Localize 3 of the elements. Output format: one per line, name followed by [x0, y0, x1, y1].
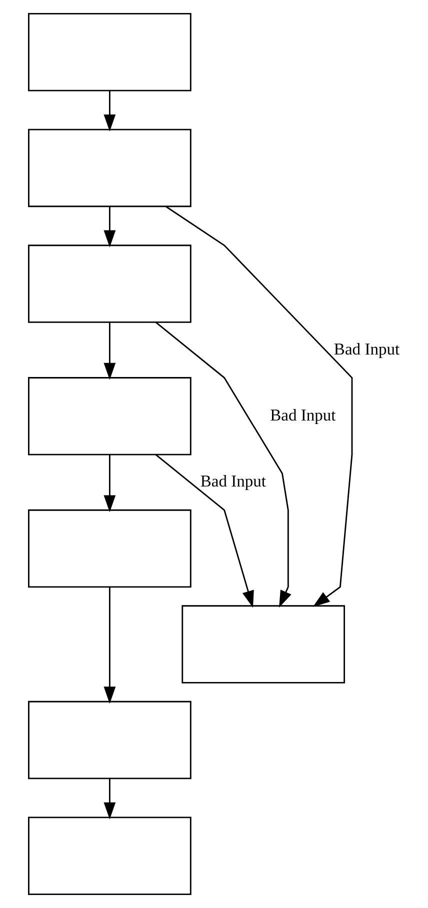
edge-label: Bad Input: [200, 472, 266, 491]
edge-label: Bad Input: [334, 339, 400, 358]
edge-label: Bad Input: [270, 406, 336, 425]
